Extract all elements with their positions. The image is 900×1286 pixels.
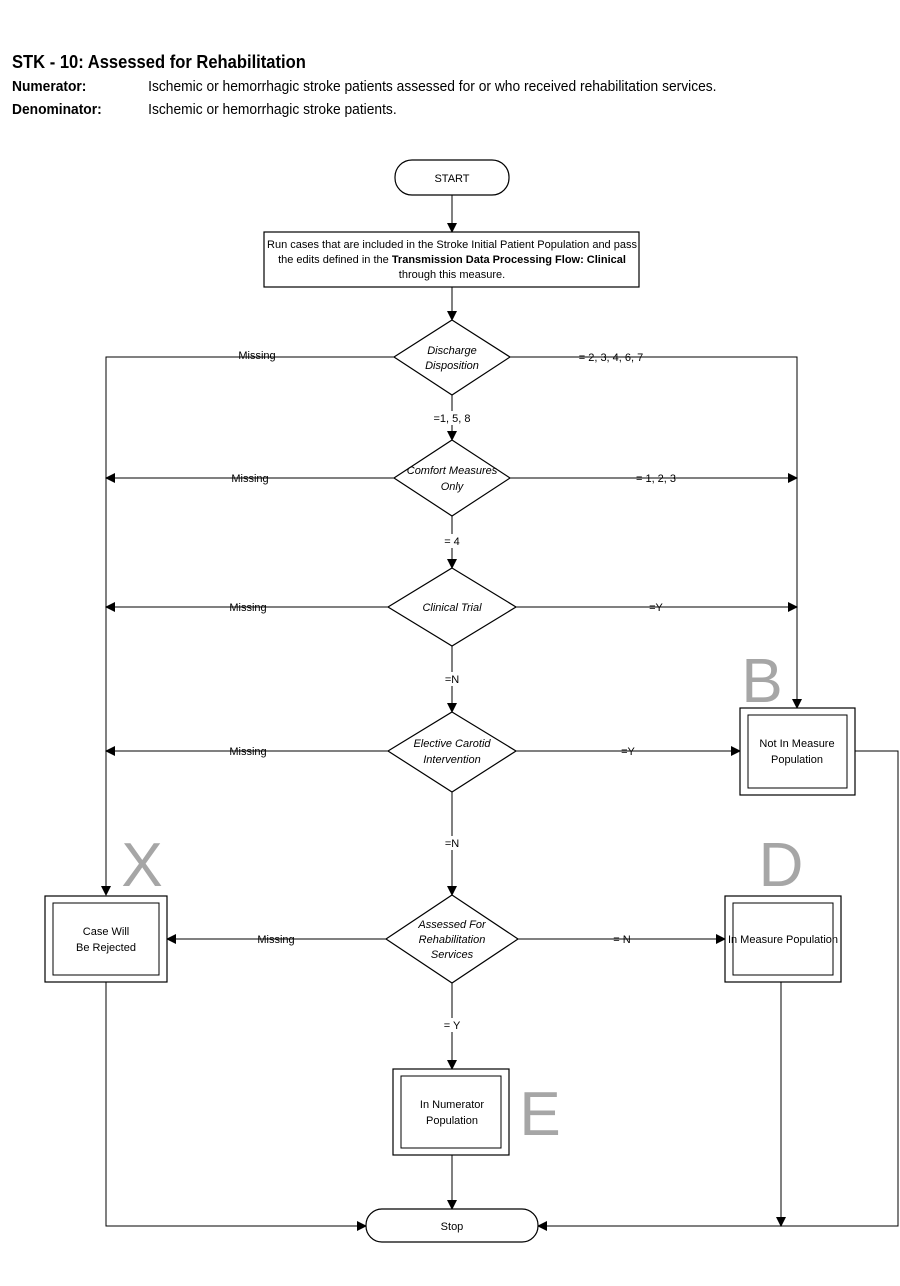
svg-text:Be Rejected: Be Rejected bbox=[76, 942, 136, 954]
d5-left-label: Missing bbox=[257, 934, 294, 946]
d2-left-label: Missing bbox=[231, 473, 268, 485]
svg-text:In Measure Population: In Measure Population bbox=[728, 934, 838, 946]
decision-elective-carotid: Elective Carotid Intervention bbox=[386, 711, 518, 793]
d2-right-label: = 1, 2, 3 bbox=[636, 473, 676, 485]
denominator-row: Denominator: Ischemic or hemorrhagic stro… bbox=[12, 101, 397, 118]
d2-down-label: = 4 bbox=[444, 536, 460, 548]
numerator-text: Ischemic or hemorrhagic stroke patients … bbox=[148, 78, 717, 95]
d3-right-label: =Y bbox=[649, 602, 663, 614]
svg-text:Intervention: Intervention bbox=[423, 754, 480, 766]
svg-text:Case Will: Case Will bbox=[83, 926, 129, 938]
svg-text:Disposition: Disposition bbox=[425, 360, 479, 372]
d4-right-label: =Y bbox=[621, 746, 635, 758]
stop-terminal: Stop bbox=[365, 1208, 539, 1243]
denominator-text: Ischemic or hemorrhagic stroke patients. bbox=[148, 101, 397, 118]
process-line-1: Run cases that are included in the Strok… bbox=[267, 239, 637, 251]
process-line-3: through this measure. bbox=[399, 269, 505, 281]
svg-text:Only: Only bbox=[441, 481, 465, 493]
denominator-label: Denominator: bbox=[12, 101, 102, 118]
svg-text:Clinical Trial: Clinical Trial bbox=[422, 602, 482, 614]
letter-d: D bbox=[759, 831, 804, 900]
svg-text:Discharge: Discharge bbox=[427, 345, 477, 357]
svg-text:Elective Carotid: Elective Carotid bbox=[413, 738, 491, 750]
d4-left-label: Missing bbox=[229, 746, 266, 758]
letter-b: B bbox=[741, 647, 782, 716]
d5-down-label: = Y bbox=[444, 1020, 461, 1032]
d3-left-label: Missing bbox=[229, 602, 266, 614]
start-terminal: START bbox=[394, 159, 510, 196]
decision-assessed-rehab: Assessed For Rehabilitation Services bbox=[384, 894, 520, 984]
page-title: STK - 10: Assessed for Rehabilitation bbox=[12, 52, 306, 72]
edge-labels: Missing = 2, 3, 4, 6, 7 =1, 5, 8 Missing… bbox=[229, 350, 676, 1032]
stop-label: Stop bbox=[441, 1221, 464, 1233]
start-label: START bbox=[434, 173, 469, 185]
decision-clinical-trial: Clinical Trial bbox=[386, 567, 518, 647]
d4-down-label: =N bbox=[445, 838, 459, 850]
svg-text:In Numerator: In Numerator bbox=[420, 1099, 485, 1111]
svg-text:Comfort Measures: Comfort Measures bbox=[407, 465, 498, 477]
d1-left-label: Missing bbox=[238, 350, 275, 362]
outcome-d-in-measure: D In Measure Population bbox=[724, 831, 842, 983]
process-line-2: the edits defined in the Transmission Da… bbox=[278, 254, 626, 266]
letter-e: E bbox=[519, 1080, 560, 1149]
numerator-row: Numerator: Ischemic or hemorrhagic stroke… bbox=[12, 78, 717, 95]
letter-x: X bbox=[121, 831, 162, 900]
d1-right-label: = 2, 3, 4, 6, 7 bbox=[579, 352, 644, 364]
svg-text:Population: Population bbox=[771, 754, 823, 766]
decision-comfort-measures: Comfort Measures Only bbox=[392, 439, 512, 517]
svg-text:Population: Population bbox=[426, 1115, 478, 1127]
d3-down-label: =N bbox=[445, 674, 459, 686]
d1-down-label: =1, 5, 8 bbox=[433, 413, 470, 425]
svg-text:Not In Measure: Not In Measure bbox=[759, 738, 834, 750]
outcome-b-not-in-measure: B Not In Measure Population bbox=[739, 647, 856, 796]
connectors bbox=[101, 195, 899, 1231]
svg-text:Assessed For: Assessed For bbox=[417, 919, 487, 931]
svg-text:Services: Services bbox=[431, 949, 474, 961]
numerator-label: Numerator: bbox=[12, 78, 87, 95]
outcome-e-in-numerator: E In Numerator Population bbox=[392, 1068, 561, 1156]
process-box: Run cases that are included in the Strok… bbox=[263, 231, 640, 288]
decision-discharge-disposition: Discharge Disposition bbox=[392, 319, 512, 396]
outcome-x-rejected: X Case Will Be Rejected bbox=[44, 831, 168, 983]
svg-text:Rehabilitation: Rehabilitation bbox=[419, 934, 486, 946]
d5-right-label: = N bbox=[613, 934, 630, 946]
